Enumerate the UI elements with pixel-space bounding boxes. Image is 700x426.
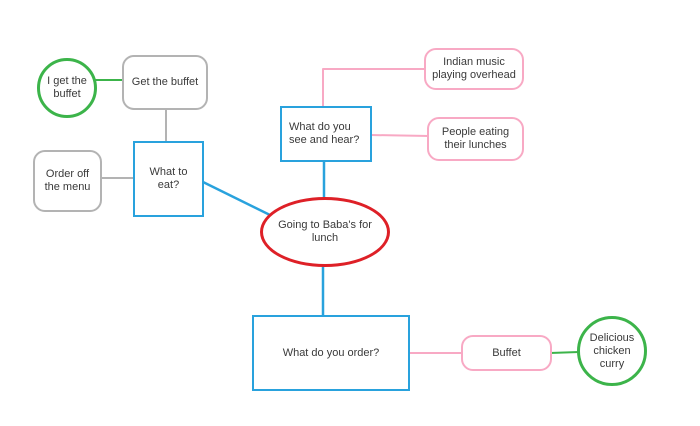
connector-buffet-delicious	[549, 351, 580, 354]
node-people-eating-their-lunches[interactable]: People eating their lunches	[427, 117, 524, 161]
node-label: Order off the menu	[44, 168, 91, 193]
node-label: What do you order?	[282, 346, 380, 359]
node-label: Buffet	[492, 346, 521, 359]
node-label: Going to Baba's for lunch	[278, 219, 372, 244]
node-label: Delicious chicken curry	[589, 331, 635, 370]
node-label: What to eat?	[149, 166, 188, 191]
node-going-to-babas-for-lunch[interactable]: Going to Baba's for lunch	[260, 197, 390, 267]
node-i-get-the-buffet[interactable]: I get the buffet	[37, 58, 97, 118]
node-delicious-chicken-curry[interactable]: Delicious chicken curry	[577, 316, 647, 386]
node-what-do-you-see-and-hear[interactable]: What do you see and hear?	[280, 106, 372, 162]
node-label: I get the buffet	[47, 75, 87, 100]
node-indian-music-playing-overhead[interactable]: Indian music playing overhead	[424, 48, 524, 90]
node-label: What do you see and hear?	[289, 121, 360, 146]
connector-whattoeat-center	[202, 180, 273, 218]
connector-peopleeating-seehear	[370, 134, 430, 137]
node-label: People eating their lunches	[441, 126, 510, 151]
node-order-off-the-menu[interactable]: Order off the menu	[33, 150, 102, 212]
node-what-do-you-order[interactable]: What do you order?	[252, 315, 410, 391]
connector-indianmusic-seehear	[322, 68, 426, 108]
node-label: Get the buffet	[131, 76, 199, 88]
node-buffet[interactable]: Buffet	[461, 335, 552, 371]
node-get-the-buffet[interactable]: Get the buffet	[122, 55, 208, 110]
node-what-to-eat[interactable]: What to eat?	[133, 141, 204, 217]
node-label: Indian music playing overhead	[432, 56, 516, 81]
